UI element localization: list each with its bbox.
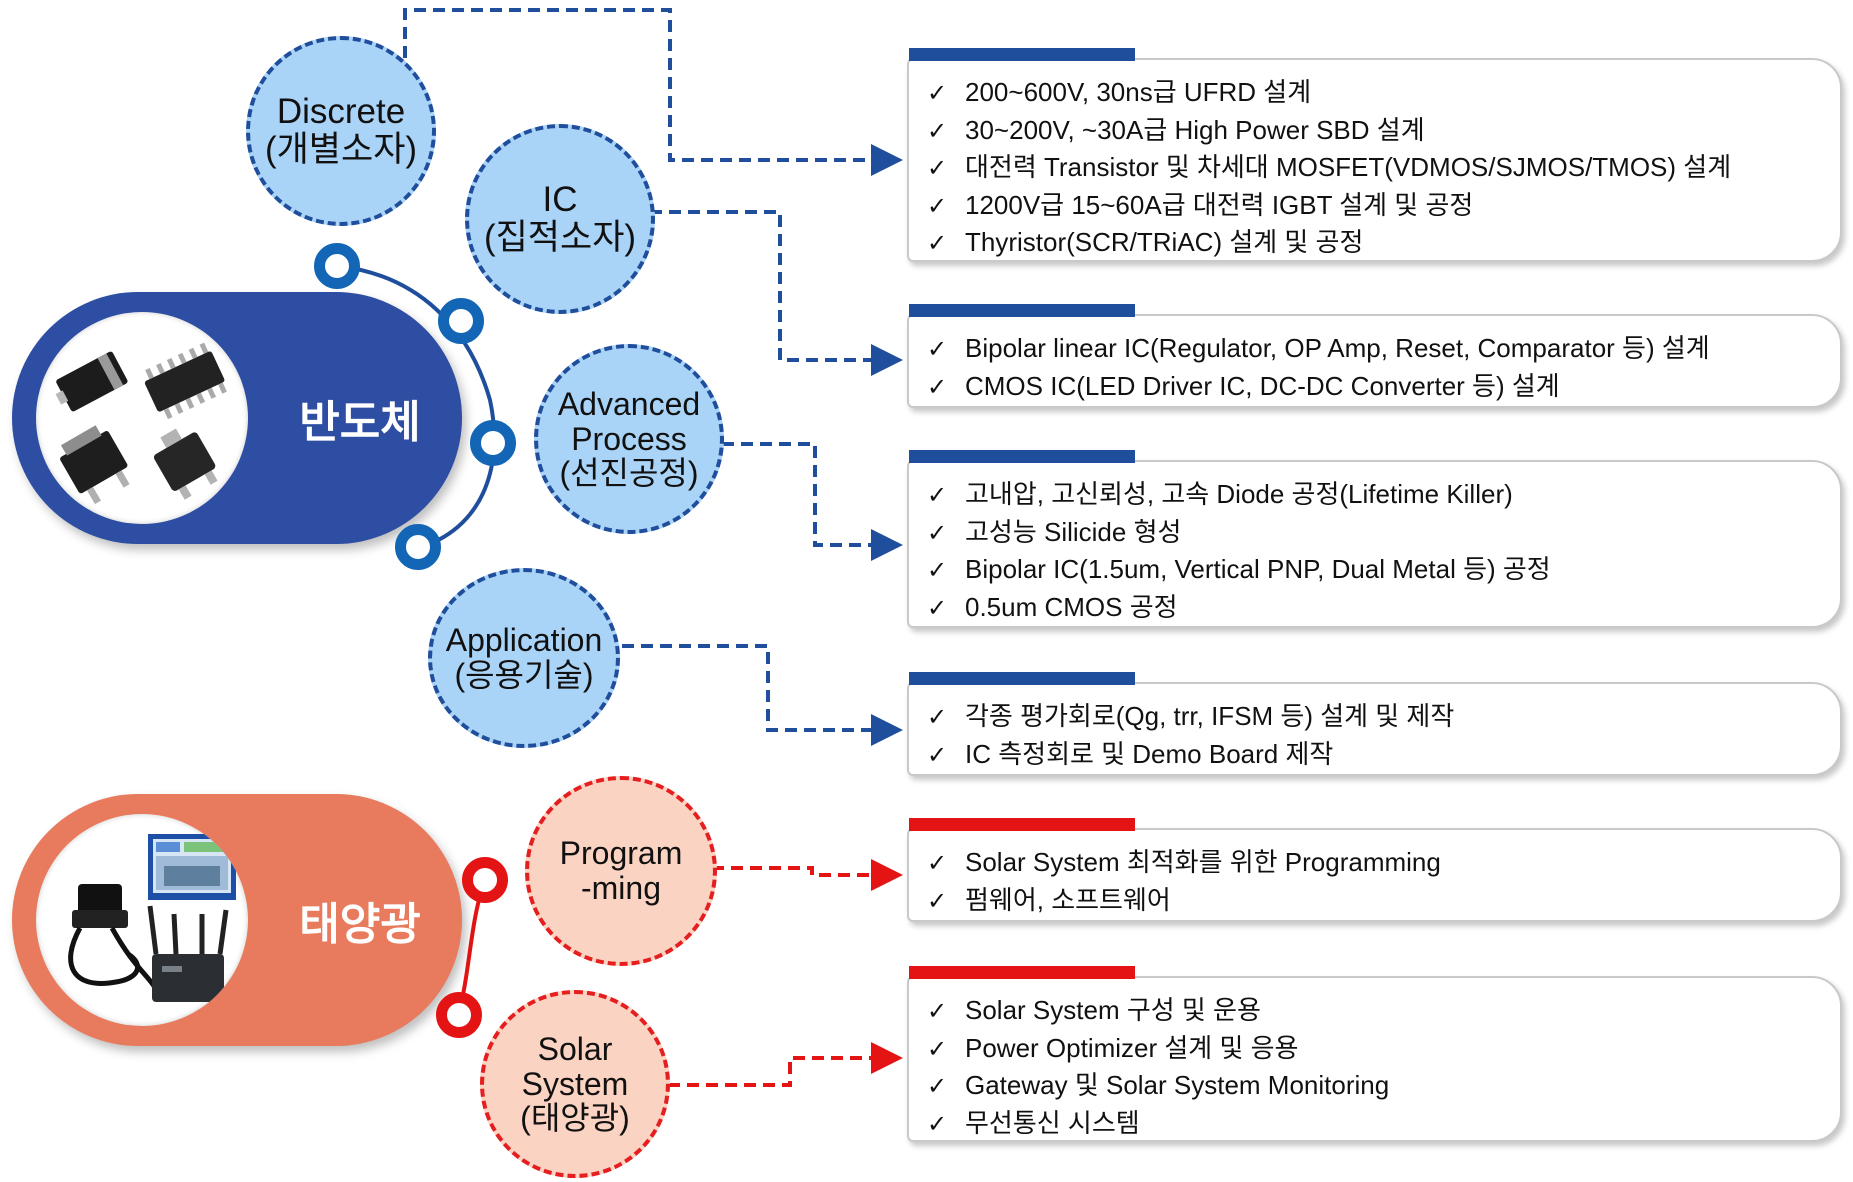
check-icon: ✓ (927, 593, 948, 622)
check-icon: ✓ (927, 740, 948, 769)
bubble-ic-label: IC (집적소자) (483, 180, 637, 257)
panel-header-bar (909, 304, 1135, 317)
bubble-solar-system-label: Solar System (태양광) (520, 1031, 630, 1137)
check-icon: ✓ (927, 481, 948, 509)
connector-discrete (403, 8, 903, 176)
list-item: ✓1200V급 15~60A급 대전력 IGBT 설계 및 공정 (927, 187, 1840, 225)
connector-solar-system (668, 1042, 903, 1087)
list-item: ✓Bipolar IC(1.5um, Vertical PNP, Dual Me… (927, 551, 1840, 589)
solar-title: 태양광 (299, 899, 421, 950)
connector-advanced (722, 442, 903, 561)
connector-programming (712, 859, 903, 891)
list-item: ✓Solar System 구성 및 운용 (927, 992, 1840, 1030)
list-item: ✓IC 측정회로 및 Demo Board 제작 (927, 736, 1840, 774)
check-icon: ✓ (927, 1034, 948, 1063)
check-icon: ✓ (927, 1072, 948, 1100)
panel-header-bar (909, 966, 1135, 979)
node-ring-solar-system (436, 992, 482, 1038)
panel-advanced-process: ✓고내압, 고신뢰성, 고속 Diode 공정(Lifetime Killer)… (907, 450, 1842, 628)
panel-header-bar (909, 672, 1135, 685)
list-item: ✓무선통신 시스템 (927, 1105, 1840, 1143)
panel-solar-system: ✓Solar System 구성 및 운용 ✓Power Optimizer 설… (907, 966, 1842, 1143)
list-item: ✓Solar System 최적화를 위한 Programming (927, 844, 1840, 882)
bubble-solar-system: Solar System (태양광) (480, 990, 670, 1178)
list-item: ✓고내압, 고신뢰성, 고속 Diode 공정(Lifetime Killer) (927, 476, 1840, 514)
check-icon: ✓ (927, 229, 948, 257)
check-icon: ✓ (927, 1109, 948, 1138)
check-icon: ✓ (927, 703, 948, 731)
list-item: ✓Bipolar linear IC(Regulator, OP Amp, Re… (927, 330, 1840, 368)
list-item: ✓대전력 Transistor 및 차세대 MOSFET(VDMOS/SJMOS… (927, 149, 1840, 187)
node-ring-programming (462, 857, 508, 903)
solar-hub: 태양광 (12, 794, 462, 1046)
panel-programming: ✓Solar System 최적화를 위한 Programming ✓펌웨어, … (907, 818, 1842, 922)
connector-ic (650, 210, 903, 376)
panel-header-bar (909, 818, 1135, 831)
bubble-discrete: Discrete (개별소자) (246, 36, 436, 226)
list-item: ✓펌웨어, 소프트웨어 (927, 882, 1840, 920)
node-ring-advanced (470, 420, 516, 466)
semi-arc (336, 264, 497, 550)
list-item: ✓Thyristor(SCR/TRiAC) 설계 및 공정 (927, 224, 1840, 262)
check-icon: ✓ (927, 886, 948, 915)
semiconductor-chips-image (36, 312, 248, 524)
semiconductor-hub: 반도체 (12, 292, 462, 544)
check-icon: ✓ (927, 556, 948, 584)
panel-header-bar (909, 450, 1135, 463)
check-icon: ✓ (927, 518, 948, 547)
list-item: ✓고성능 Silicide 형성 (927, 514, 1840, 552)
list-item: ✓각종 평가회로(Qg, trr, IFSM 등) 설계 및 제작 (927, 698, 1840, 736)
check-icon: ✓ (927, 191, 948, 220)
panel-header-bar (909, 48, 1135, 61)
bubble-application: Application (응용기술) (428, 568, 620, 748)
node-ring-discrete (314, 243, 360, 289)
node-ring-application (395, 524, 441, 570)
check-icon: ✓ (927, 372, 948, 401)
list-item: ✓CMOS IC(LED Driver IC, DC-DC Converter … (927, 368, 1840, 406)
bubble-ic: IC (집적소자) (465, 124, 655, 314)
list-item: ✓30~200V, ~30A급 High Power SBD 설계 (927, 112, 1840, 150)
solar-equipment-image (36, 814, 248, 1026)
check-icon: ✓ (927, 335, 948, 363)
bubble-programming: Program -ming (525, 776, 717, 966)
list-item: ✓Gateway 및 Solar System Monitoring (927, 1067, 1840, 1105)
semiconductor-title: 반도체 (299, 397, 421, 448)
connector-application (622, 644, 903, 746)
bubble-advanced-process: Advanced Process (선진공정) (534, 344, 724, 534)
panel-ic: ✓Bipolar linear IC(Regulator, OP Amp, Re… (907, 304, 1842, 408)
panel-application: ✓각종 평가회로(Qg, trr, IFSM 등) 설계 및 제작 ✓IC 측정… (907, 672, 1842, 776)
list-item: ✓Power Optimizer 설계 및 응용 (927, 1030, 1840, 1068)
panel-discrete: ✓200~600V, 30ns급 UFRD 설계 ✓30~200V, ~30A급… (907, 48, 1842, 262)
check-icon: ✓ (927, 79, 948, 107)
list-item: ✓0.5um CMOS 공정 (927, 589, 1840, 627)
check-icon: ✓ (927, 116, 948, 145)
bubble-programming-label: Program -ming (559, 835, 683, 906)
bubble-application-label: Application (응용기술) (445, 622, 603, 693)
list-item: ✓200~600V, 30ns급 UFRD 설계 (927, 74, 1840, 112)
check-icon: ✓ (927, 849, 948, 877)
check-icon: ✓ (927, 154, 948, 182)
check-icon: ✓ (927, 997, 948, 1025)
bubble-discrete-label: Discrete (개별소자) (264, 92, 418, 169)
node-ring-ic (438, 298, 484, 344)
bubble-advanced-label: Advanced Process (선진공정) (557, 386, 701, 492)
